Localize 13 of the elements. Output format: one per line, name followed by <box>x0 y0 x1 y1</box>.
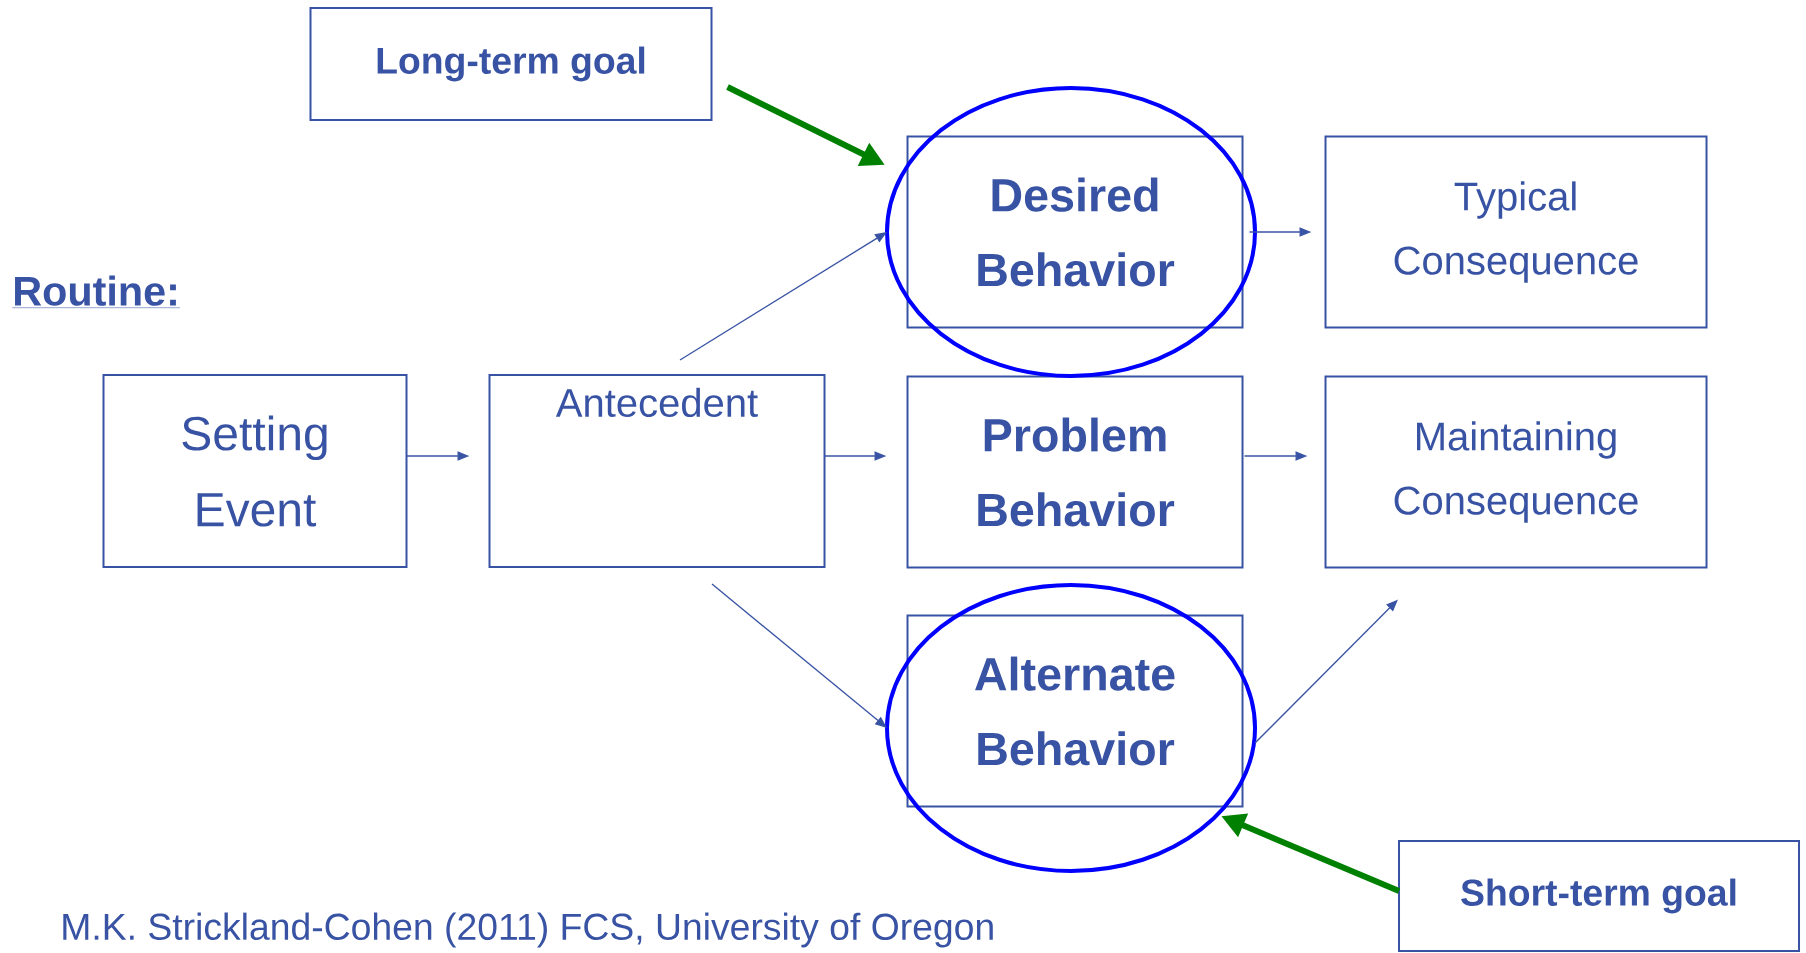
arrow <box>679 232 887 361</box>
process-box: Setting Event <box>102 374 408 568</box>
citation-text: M.K. Strickland-Cohen (2011) FCS, University of Oregon <box>63 912 993 948</box>
goal-box: Long-term goal <box>309 7 713 121</box>
highlight-ellipse <box>885 86 1257 378</box>
heading-label: Routine: <box>12 275 181 308</box>
arrow <box>711 583 887 728</box>
goal-box: Short-term goal <box>1398 840 1800 952</box>
process-box: Typical Consequence <box>1324 135 1708 329</box>
process-box: Antecedent <box>488 374 826 568</box>
process-box: Problem Behavior <box>906 375 1244 569</box>
process-box: Maintaining Consequence <box>1324 375 1708 569</box>
highlight-ellipse <box>885 583 1257 873</box>
